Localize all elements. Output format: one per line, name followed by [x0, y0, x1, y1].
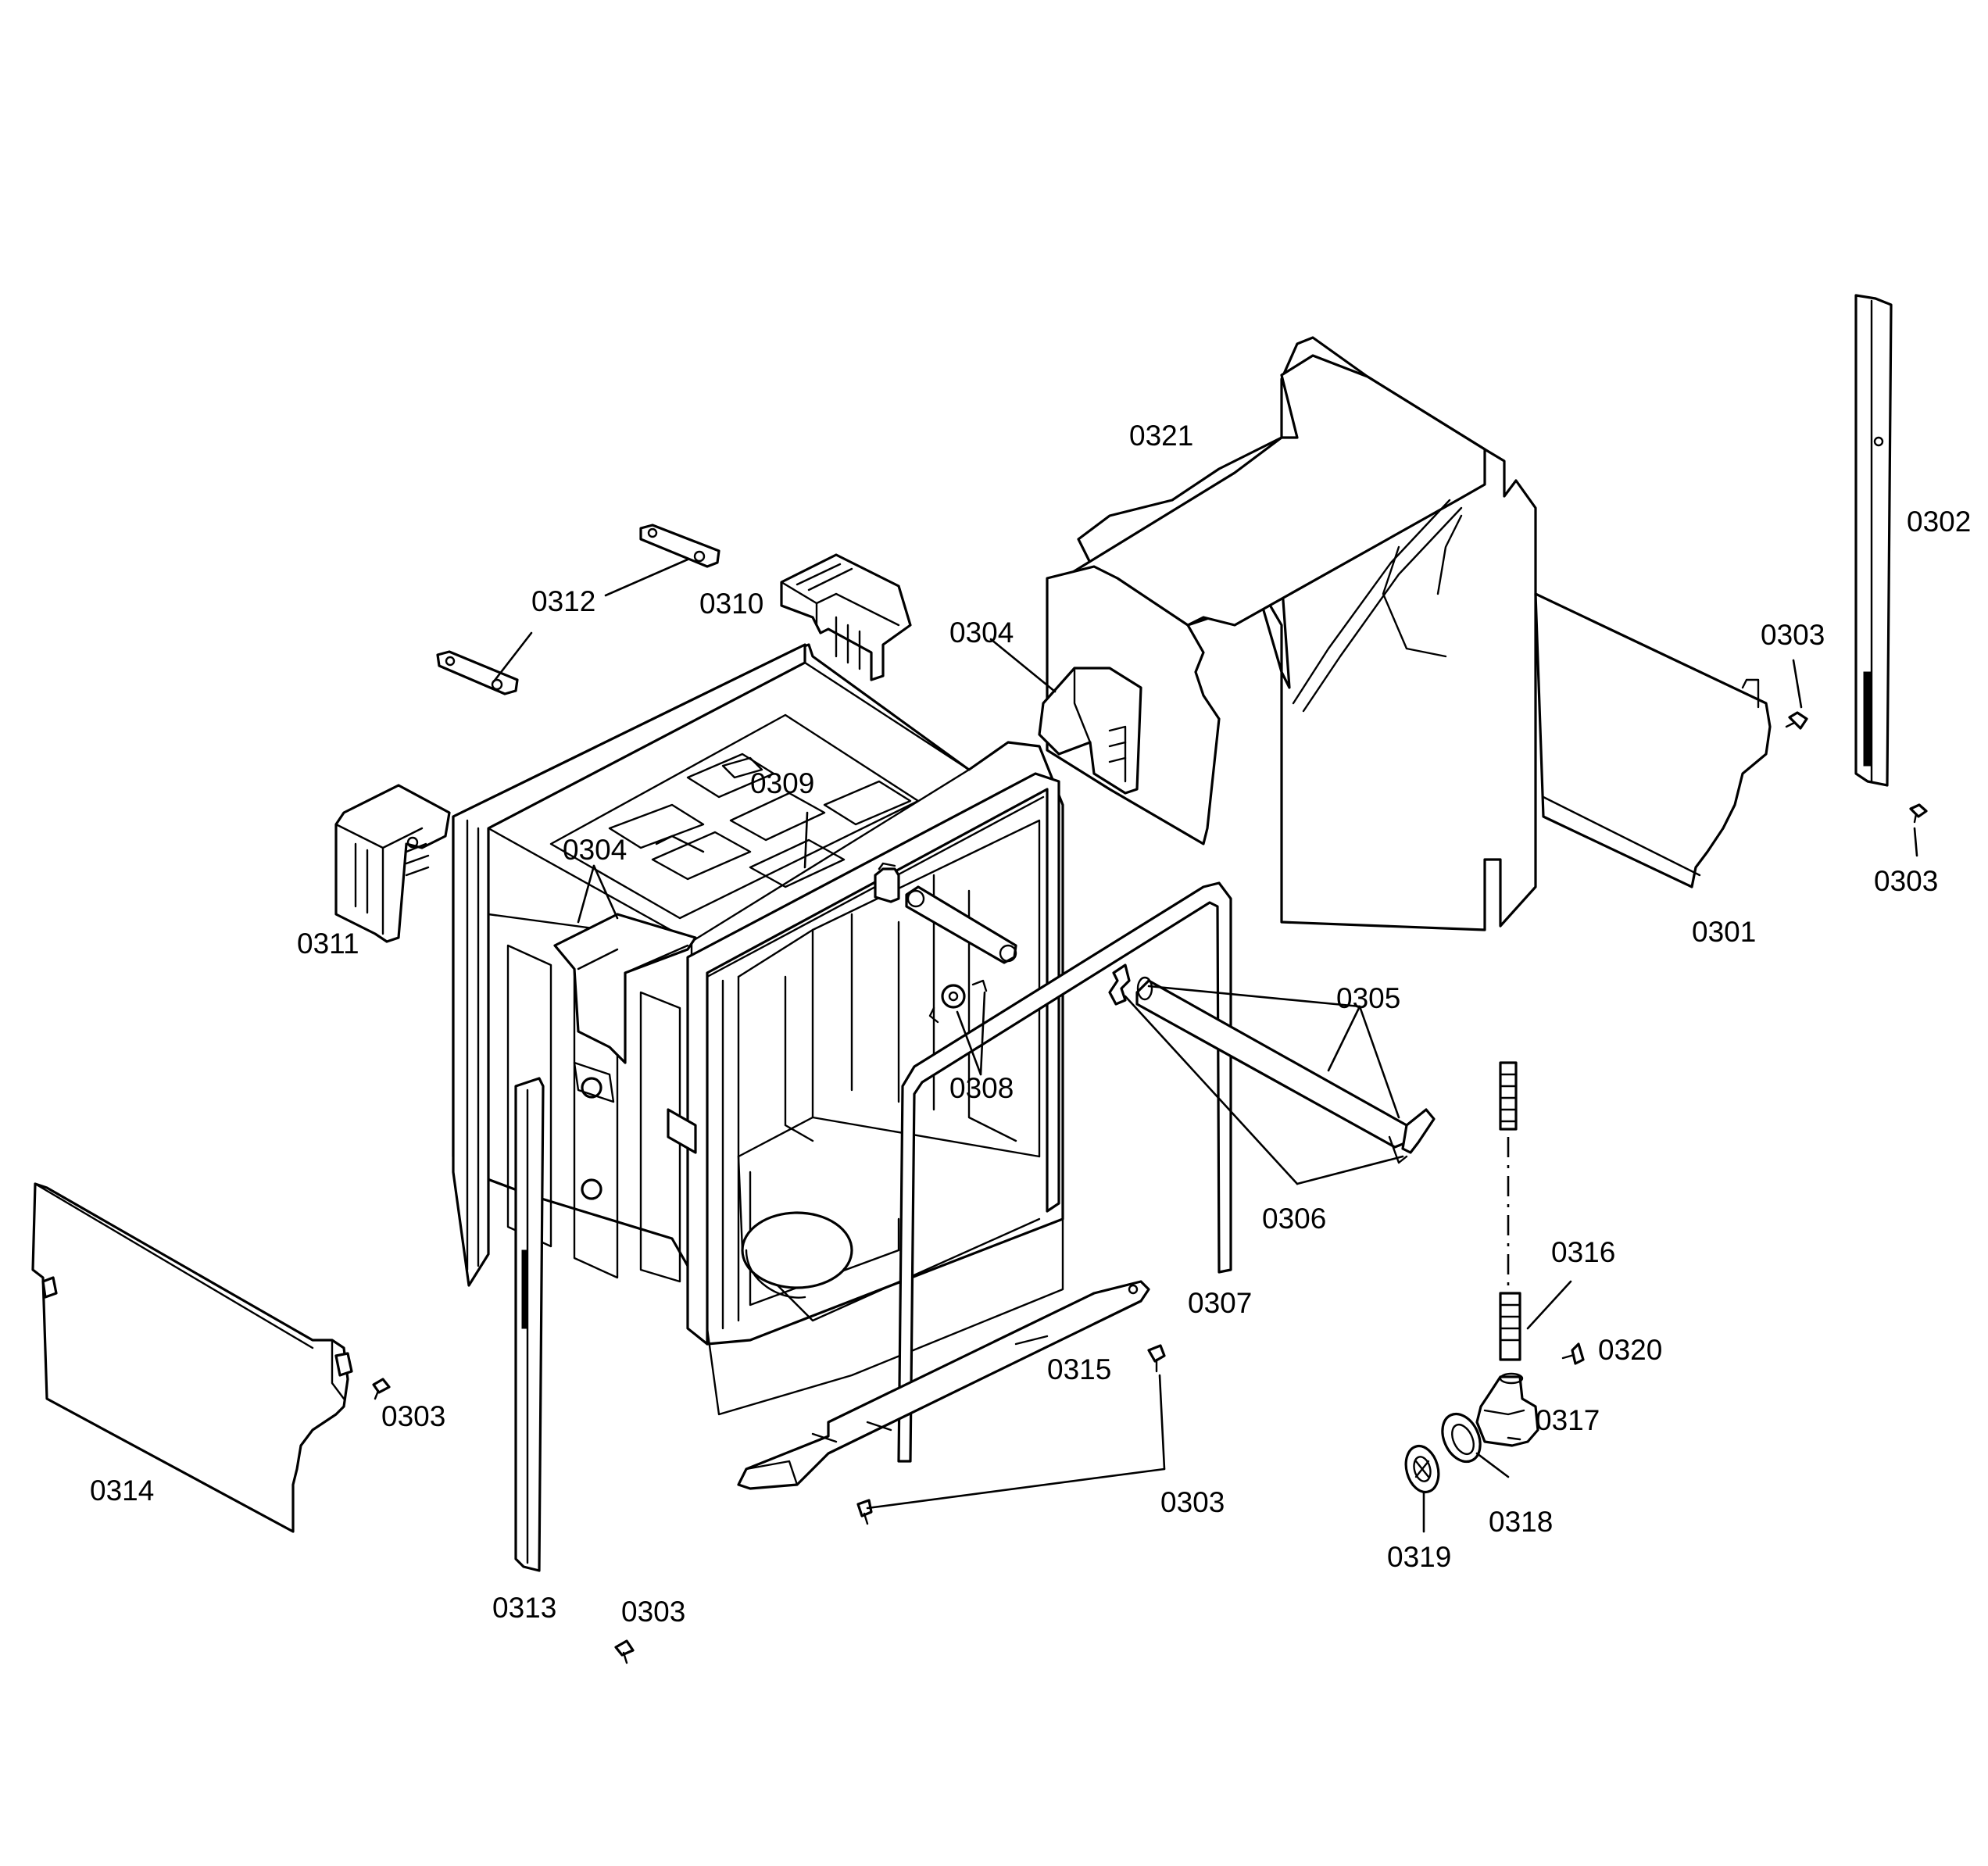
callout-0308: 0308: [949, 1072, 1014, 1104]
callout-0320: 0320: [1598, 1334, 1662, 1366]
callout-0303-bottom: 0303: [621, 1596, 685, 1628]
part-0302-side-strip: [1854, 294, 1893, 787]
part-0316-adjustable-foot: [1499, 1061, 1521, 1361]
part-0304-side-bracket-rear: [1038, 667, 1142, 795]
part-0311-hinge-housing-left: [334, 784, 451, 943]
screw-0303-right-lower: [1909, 803, 1928, 824]
screw-0303-right-upper: [1785, 711, 1808, 730]
callout-0319: 0319: [1387, 1541, 1451, 1573]
callout-0311: 0311: [297, 928, 359, 960]
callout-0312: 0312: [531, 585, 595, 617]
leader-lines: [492, 558, 1918, 1533]
part-0301-base-panel: [1534, 592, 1772, 888]
part-0321-insulation-cover: [1046, 336, 1537, 931]
part-0312-clip-upper: [639, 524, 720, 568]
callout-0306: 0306: [1262, 1203, 1326, 1235]
callout-0309: 0309: [750, 767, 814, 799]
callout-0316: 0316: [1551, 1236, 1615, 1268]
part-0319-foot-pad: [1404, 1444, 1440, 1494]
part-tub-body: [452, 643, 1064, 1416]
callout-0303-right-upper: 0303: [1761, 619, 1825, 651]
screw-0303-center: [1147, 1344, 1166, 1373]
part-0304-side-bracket-tub: [553, 913, 697, 1064]
part-0312-clip-lower: [436, 650, 519, 695]
callout-0305: 0305: [1336, 982, 1400, 1014]
callout-0303-center: 0303: [1160, 1486, 1225, 1518]
callout-labels: 0321 0302 0303 0303 0301 0312 0310 0304 …: [90, 420, 1971, 1628]
part-0318-foot-ring: [1441, 1412, 1482, 1464]
callout-0321: 0321: [1129, 420, 1193, 452]
callout-0315: 0315: [1047, 1353, 1111, 1385]
callout-0310: 0310: [699, 588, 763, 620]
part-0315-lower-rail: [737, 1280, 1150, 1490]
callout-0304-rear: 0304: [949, 617, 1014, 649]
callout-0317: 0317: [1536, 1404, 1600, 1436]
callout-0302: 0302: [1907, 506, 1971, 538]
part-0307-door-seal: [897, 881, 1232, 1463]
callout-0303-right-lower: 0303: [1874, 865, 1938, 897]
screw-0303-bottom: [614, 1639, 635, 1664]
callout-0301: 0301: [1692, 916, 1756, 948]
part-0320-screw: [1561, 1342, 1585, 1365]
callout-0304-tub: 0304: [563, 834, 627, 866]
callout-0318: 0318: [1489, 1506, 1553, 1538]
screw-0303-lower: [856, 1499, 873, 1525]
callout-0307: 0307: [1188, 1287, 1252, 1319]
part-0317-foot-bracket: [1475, 1372, 1539, 1447]
callout-0313: 0313: [492, 1592, 556, 1624]
part-0313-side-trim: [514, 1077, 545, 1572]
callout-0303-kick-panel: 0303: [381, 1400, 445, 1432]
part-0310-hinge-housing-right: [780, 553, 912, 681]
callout-0314: 0314: [90, 1475, 154, 1507]
screw-0303-kick-panel: [372, 1378, 391, 1400]
part-0305-0306-support-rod: [1108, 963, 1436, 1164]
part-0314-kick-panel: [31, 1182, 353, 1533]
